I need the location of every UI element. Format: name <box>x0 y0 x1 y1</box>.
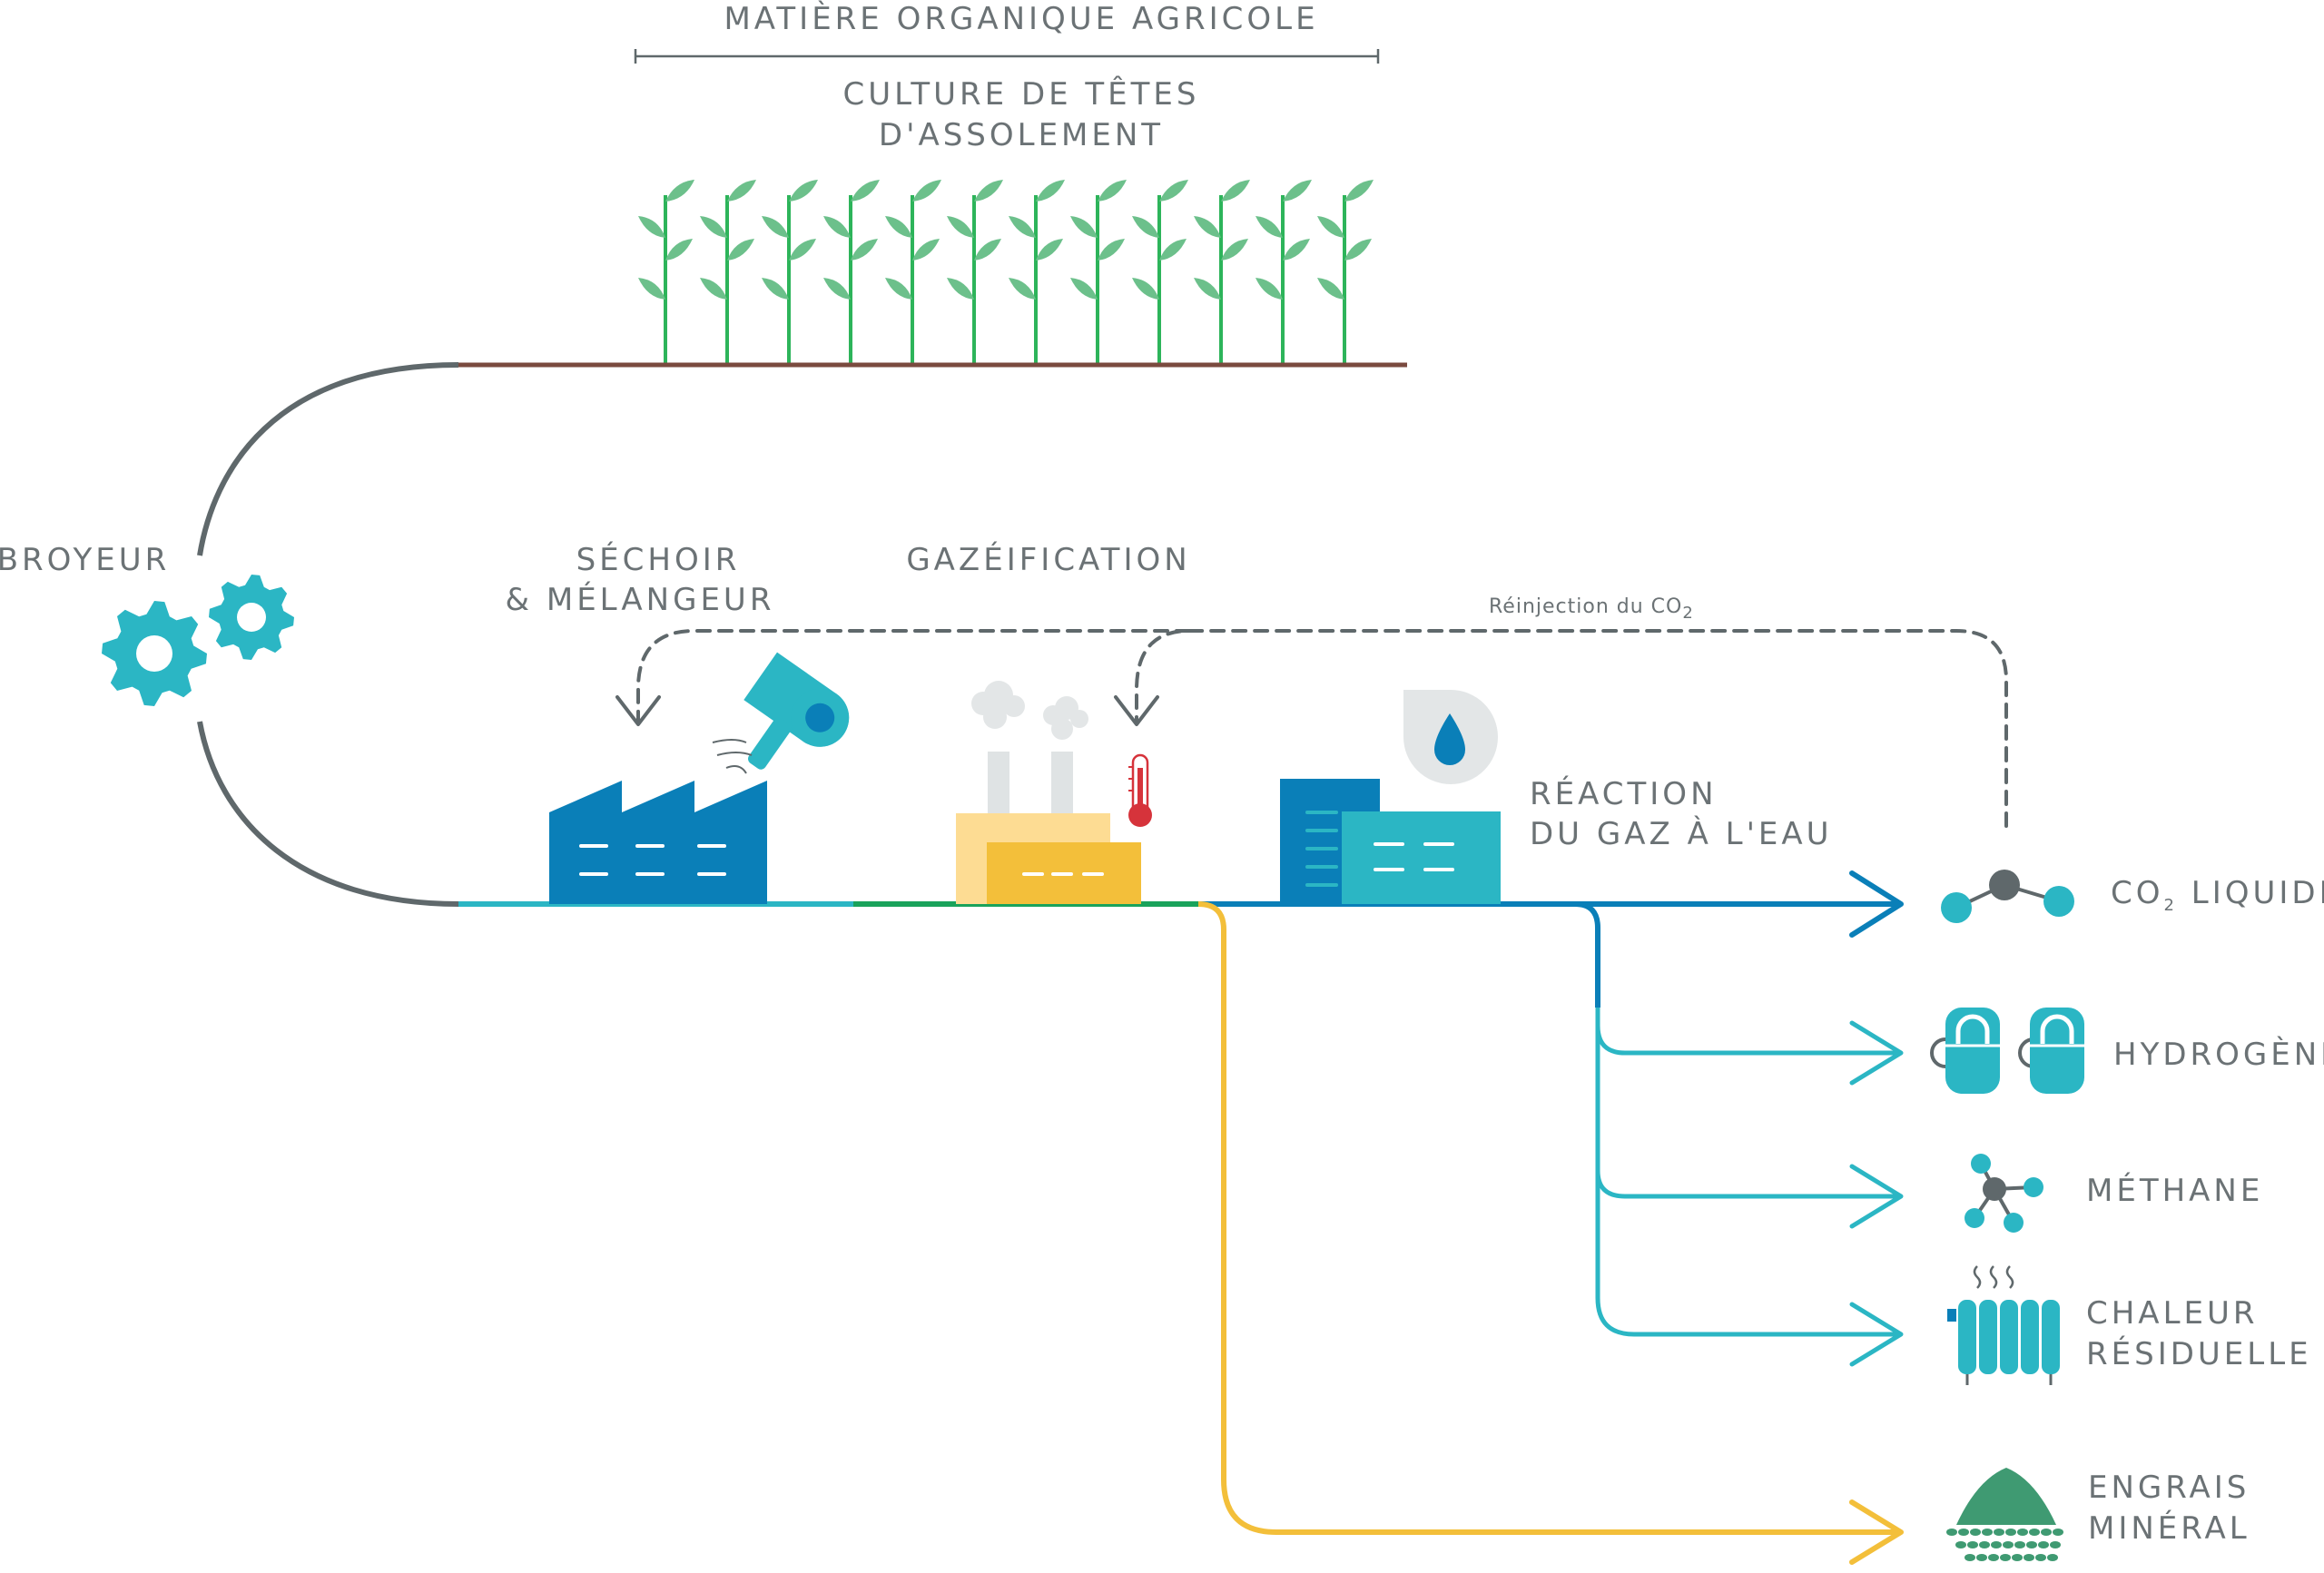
methane-arrow-icon <box>1849 1164 1904 1229</box>
plant-icon <box>823 180 880 363</box>
broyeur-label: BROYEUR <box>0 542 170 578</box>
sechoir-label-line2: & MÉLANGEUR <box>506 581 775 618</box>
engrais-label-line1: ENGRAIS <box>2088 1470 2250 1506</box>
gear-icon <box>102 601 207 706</box>
plant-icon <box>1317 180 1374 363</box>
plant-icon <box>762 180 818 363</box>
chaleur-label-line2: RÉSIDUELLE <box>2086 1335 2312 1372</box>
radiator-icon <box>1947 1265 2060 1385</box>
hydrogen-tanks-icon <box>1930 1008 2084 1094</box>
plant-icon <box>700 180 756 363</box>
sechoir-factory-icon <box>549 781 767 904</box>
sechoir-label-line1: SÉCHOIR <box>576 541 741 578</box>
plant-icon <box>1132 180 1188 363</box>
engrais-label-line2: MINÉRAL <box>2088 1509 2250 1547</box>
thermometer-icon <box>1128 753 1152 827</box>
gazeification-label: GAZÉIFICATION <box>906 541 1190 578</box>
hydrogene-label: HYDROGÈNE <box>2113 1036 2324 1073</box>
plant-icon <box>1070 180 1127 363</box>
reinjection-dashed-line-sechoir <box>636 629 1191 723</box>
reaction-label-line2: DU GAZ À L'EAU <box>1530 815 1833 852</box>
plant-icon <box>1009 180 1065 363</box>
reinjection-label: Réinjection du CO2 <box>1489 595 1694 623</box>
plant-icon <box>638 180 694 363</box>
water-drop-icon <box>1403 690 1498 784</box>
category-bracket <box>634 49 1380 64</box>
branch-chaleur <box>1595 1008 1899 1337</box>
plant-icon <box>947 180 1003 363</box>
plant-icon <box>885 180 941 363</box>
crop-label-line2: D'ASSOLEMENT <box>879 117 1164 153</box>
reinjection-arrow-gazeification-icon <box>1114 695 1159 726</box>
plant-icon <box>1256 180 1312 363</box>
plant-icon <box>1194 180 1250 363</box>
co2-molecule-icon <box>1941 870 2074 923</box>
crop-plants <box>638 180 1374 363</box>
methane-molecule-icon <box>1965 1154 2043 1233</box>
reaction-factory-icon <box>1280 779 1501 904</box>
co2-arrow-icon <box>1849 870 1904 938</box>
chaleur-arrow-icon <box>1849 1302 1904 1367</box>
loop-arc-top <box>197 362 459 556</box>
co2-label: CO2 LIQUIDE <box>2111 875 2324 915</box>
branch-hydrogene <box>1595 1008 1899 1056</box>
category-label: MATIÈRE ORGANIQUE AGRICOLE <box>724 0 1318 37</box>
methane-label: MÉTHANE <box>2086 1172 2263 1209</box>
loop-arc-bottom <box>197 721 459 907</box>
air-flow-icon <box>712 739 753 774</box>
branch-engrais <box>1197 901 1899 1535</box>
branch-trunk <box>1574 901 1600 1008</box>
fertilizer-pile-icon <box>1946 1468 2063 1561</box>
crop-label-line1: CULTURE DE TÊTES <box>842 75 1199 113</box>
gasifier-factory-icon <box>956 681 1141 904</box>
chaleur-label-line1: CHALEUR <box>2086 1295 2259 1332</box>
hydrogene-arrow-icon <box>1849 1020 1904 1086</box>
reaction-label-line1: RÉACTION <box>1530 775 1718 812</box>
gear-icon <box>209 575 294 660</box>
reinjection-arrow-sechoir-icon <box>615 695 661 726</box>
engrais-arrow-icon <box>1849 1499 1904 1565</box>
hair-dryer-icon <box>743 652 850 770</box>
